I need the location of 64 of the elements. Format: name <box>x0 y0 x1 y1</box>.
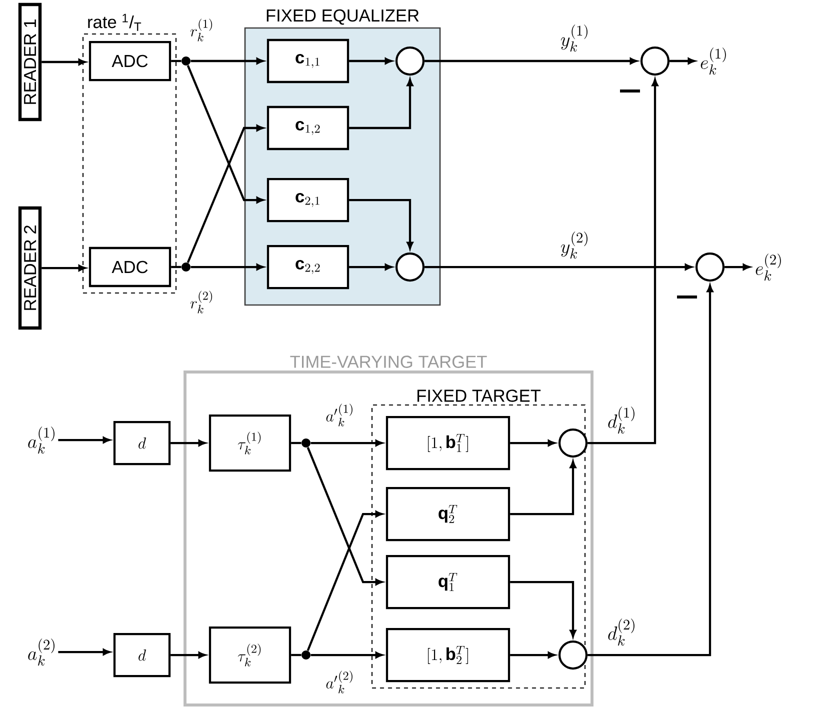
arrow <box>310 652 383 658</box>
group-heading: FIXED TARGET <box>418 390 541 402</box>
block-box: $\mathbf{c}_{2,2}$ <box>266 244 350 290</box>
arrow <box>310 440 383 446</box>
arrow <box>510 652 556 658</box>
arrow <box>424 264 692 270</box>
block-box: $\tau_k^{(1)}$ <box>208 414 292 472</box>
arrow <box>186 124 264 264</box>
summing-circle <box>558 428 588 458</box>
arrow <box>190 264 264 270</box>
arrow <box>588 284 714 656</box>
block-box: $\mathbf{q}_1^T$ <box>386 554 510 610</box>
arrow <box>510 580 576 638</box>
arrow <box>170 652 206 658</box>
group-heading: rate $^{1}$/$_{T}$ <box>88 14 142 31</box>
arrow <box>670 58 696 64</box>
arrow <box>724 264 750 270</box>
signal-label: ${a'}_k^{(2)}$ <box>326 670 352 694</box>
arrow <box>349 264 392 270</box>
edge-label: $d_k^{(2)}$ <box>608 618 634 646</box>
signal-label: $r_k^{(2)}$ <box>190 290 212 314</box>
arrow <box>42 264 86 272</box>
block-box: $[1,\mathbf{b}_1^T]$ <box>386 416 510 470</box>
block-box: $\tau_k^{(2)}$ <box>208 626 292 684</box>
group-heading: TIME-VARYING TARGET <box>290 356 487 368</box>
arrow <box>170 440 206 446</box>
arrow <box>588 78 658 444</box>
signal-label: $e_k^{(1)}$ <box>700 48 726 75</box>
block-box: $\mathbf{c}_{1,2}$ <box>266 106 350 150</box>
signal-label: $a_k^{(1)}$ <box>28 426 54 454</box>
reader-box: READER 1 <box>18 2 42 122</box>
arrow <box>306 510 383 651</box>
signal-label: ${a'}_k^{(1)}$ <box>326 404 352 426</box>
edge-label: $d_k^{(1)}$ <box>608 406 634 434</box>
group-heading: FIXED EQUALIZER <box>266 9 419 25</box>
arrow <box>306 447 383 586</box>
arrow <box>510 440 556 446</box>
arrow <box>349 198 414 250</box>
block-box: ADC <box>88 246 172 288</box>
edge-label: $y_k^{(1)}$ <box>560 24 588 52</box>
arrow <box>510 460 576 516</box>
block-box: $d$ <box>113 420 171 466</box>
signal-label: $a_k^{(2)}$ <box>28 638 54 666</box>
arrow <box>186 65 264 204</box>
block-box: $\mathbf{q}_2^T$ <box>386 486 510 542</box>
signal-label: $e_k^{(2)}$ <box>756 254 781 281</box>
arrow <box>190 58 264 64</box>
arrow <box>349 58 392 64</box>
block-box: $\mathbf{c}_{1,1}$ <box>266 38 350 84</box>
edge-label: $y_k^{(2)}$ <box>560 232 588 259</box>
summing-circle <box>558 640 588 670</box>
block-box: $[1,\mathbf{b}_2^T]$ <box>386 628 510 682</box>
block-box: $d$ <box>113 632 171 678</box>
arrow <box>349 78 414 130</box>
arrow <box>42 58 86 66</box>
summing-circle <box>640 46 670 76</box>
block-box: $\mathbf{c}_{2,1}$ <box>266 178 350 222</box>
arrow <box>424 58 638 64</box>
arrow <box>58 648 110 656</box>
block-box: ADC <box>88 40 172 82</box>
reader-box: READER 2 <box>18 206 42 330</box>
arrow <box>58 436 110 444</box>
summing-circle <box>695 252 725 282</box>
signal-label: $r_k^{(1)}$ <box>190 18 212 42</box>
